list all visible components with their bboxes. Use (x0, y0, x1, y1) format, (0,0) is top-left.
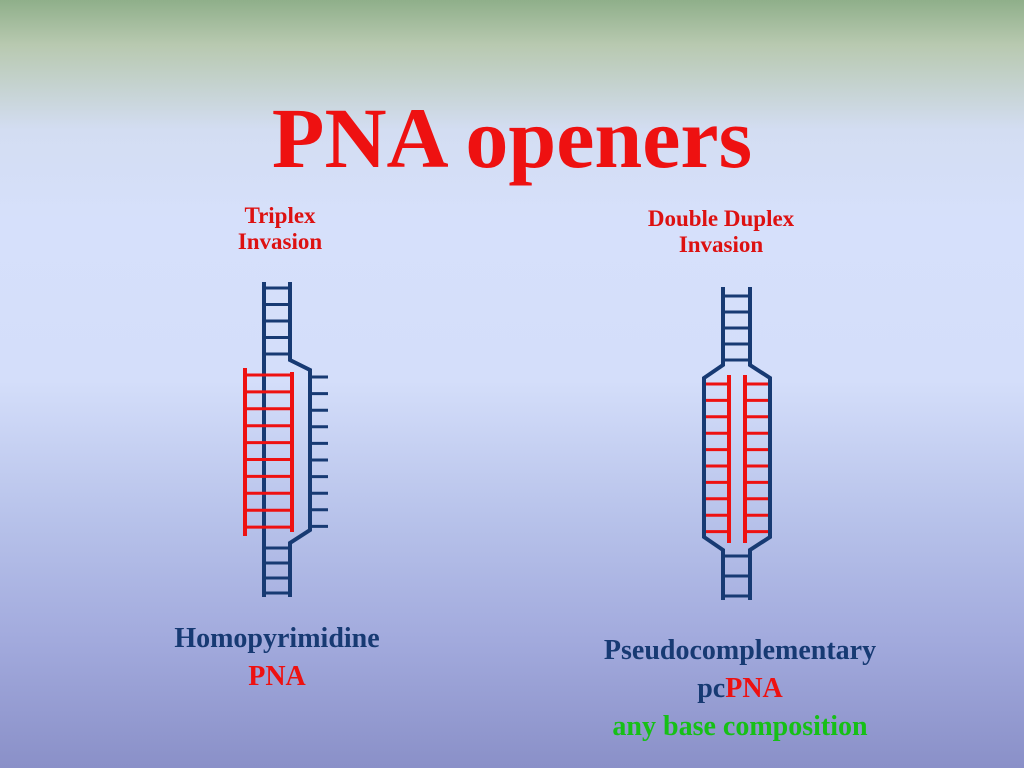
dna-strand (702, 287, 725, 600)
homopyrimidine-caption-line1: Homopyrimidine (174, 623, 380, 654)
triplex-label-line1: Triplex (244, 203, 316, 228)
triplex-invasion-label: Triplex Invasion (200, 203, 360, 255)
double-duplex-label-line2: Invasion (678, 232, 764, 257)
pseudocomplementary-caption-line1: Pseudocomplementary (603, 635, 877, 666)
dna-strand (288, 282, 312, 597)
pcpna-caption-line: pcPNA (560, 670, 920, 708)
pna-suffix: PNA (725, 673, 783, 704)
double-duplex-invasion-diagram (702, 287, 772, 600)
triplex-invasion-diagram (243, 282, 328, 597)
double-duplex-invasion-label: Double Duplex Invasion (601, 206, 841, 258)
pseudocomplementary-caption: Pseudocomplementary pcPNA any base compo… (560, 632, 920, 746)
slide-title: PNA openers (271, 90, 753, 186)
any-base-composition-caption: any base composition (612, 711, 868, 742)
homopyrimidine-caption: Homopyrimidine PNA (127, 620, 427, 696)
homopyrimidine-caption-line2: PNA (248, 661, 306, 692)
triplex-label-line2: Invasion (237, 229, 323, 254)
pc-prefix: pc (697, 673, 726, 704)
double-duplex-label-line1: Double Duplex (647, 206, 795, 231)
dna-strand (748, 287, 772, 600)
